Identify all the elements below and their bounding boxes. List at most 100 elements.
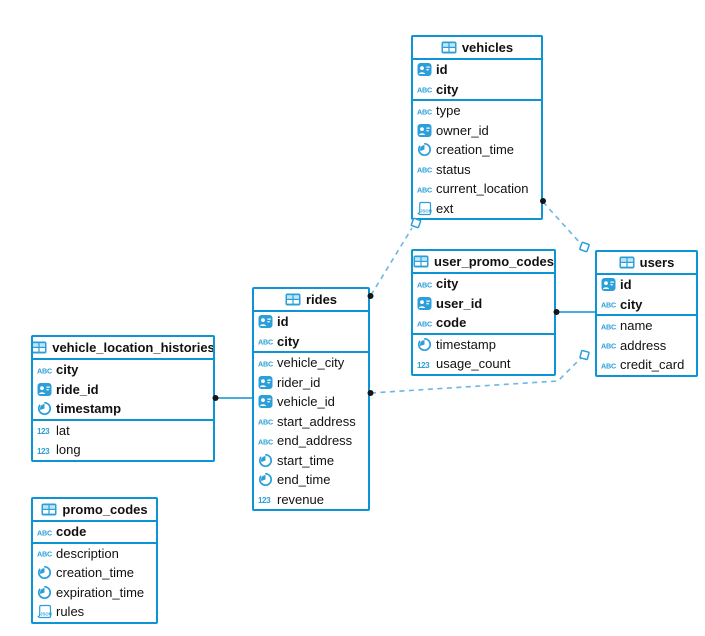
table-icon <box>285 293 301 306</box>
field-name: city <box>436 81 459 97</box>
field-name: usage_count <box>436 356 511 372</box>
field-name: ext <box>436 200 454 216</box>
clock-icon <box>37 585 56 600</box>
svg-text:ABC: ABC <box>37 550 52 559</box>
field-name: status <box>436 161 471 177</box>
field-row[interactable]: user_id <box>413 294 554 314</box>
field-name: code <box>56 524 87 540</box>
field-name: current_location <box>436 181 529 197</box>
relation-one-end-marker <box>579 349 590 361</box>
id-badge-icon <box>417 296 436 311</box>
table-name: promo_codes <box>62 502 148 517</box>
json-icon: JSON <box>417 201 436 216</box>
svg-text:ABC: ABC <box>417 107 432 116</box>
field-name: start_address <box>277 413 356 429</box>
clock-icon <box>37 401 56 416</box>
field-row[interactable]: vehicle_id <box>254 392 368 412</box>
svg-text:ABC: ABC <box>258 359 273 368</box>
field-row[interactable]: ABC type <box>413 101 541 121</box>
relation-line-vehicles-users[interactable] <box>542 201 582 245</box>
field-name: owner_id <box>436 122 489 138</box>
field-row[interactable]: rider_id <box>254 373 368 393</box>
table-header[interactable]: rides <box>254 289 368 312</box>
table-header[interactable]: promo_codes <box>33 499 156 522</box>
field-name: timestamp <box>436 336 496 352</box>
text-icon: ABC <box>258 335 277 347</box>
field-row[interactable]: end_time <box>254 470 368 490</box>
svg-text:ABC: ABC <box>37 366 52 375</box>
table-header[interactable]: users <box>597 252 696 275</box>
field-row[interactable]: expiration_time <box>33 583 156 603</box>
field-row[interactable]: timestamp <box>33 399 213 419</box>
field-name: timestamp <box>56 401 122 417</box>
svg-text:ABC: ABC <box>417 86 432 95</box>
primary-key-separator <box>413 99 541 101</box>
number-icon: 123 <box>417 358 436 370</box>
relation-line-rides-vehicles[interactable] <box>370 227 413 296</box>
field-row[interactable]: id <box>413 60 541 80</box>
field-row[interactable]: id <box>254 312 368 332</box>
id-badge-icon <box>37 382 56 397</box>
field-row[interactable]: ride_id <box>33 380 213 400</box>
field-row[interactable]: ABC city <box>413 80 541 100</box>
svg-text:JSON: JSON <box>40 612 52 617</box>
field-row[interactable]: JSON ext <box>413 199 541 219</box>
field-name: start_time <box>277 452 335 468</box>
table-icon <box>441 41 457 54</box>
svg-text:123: 123 <box>37 447 50 456</box>
field-name: code <box>436 315 467 331</box>
table-header[interactable]: vehicle_location_histories <box>33 337 213 360</box>
field-row[interactable]: start_time <box>254 451 368 471</box>
svg-text:ABC: ABC <box>601 342 616 351</box>
field-name: lat <box>56 422 70 438</box>
table-header[interactable]: user_promo_codes <box>413 251 554 274</box>
svg-text:JSON: JSON <box>420 208 432 213</box>
primary-key-separator <box>33 541 156 544</box>
clock-icon <box>417 142 436 157</box>
field-name: rider_id <box>277 374 321 390</box>
svg-text:ABC: ABC <box>258 338 273 347</box>
field-row[interactable]: creation_time <box>33 563 156 583</box>
text-icon: ABC <box>601 359 620 371</box>
clock-icon <box>258 453 277 468</box>
field-name: expiration_time <box>56 584 145 600</box>
text-icon: ABC <box>417 83 436 95</box>
field-row[interactable]: owner_id <box>413 121 541 141</box>
table-name: users <box>639 255 675 270</box>
field-name: creation_time <box>56 565 135 581</box>
field-row[interactable]: creation_time <box>413 140 541 160</box>
field-row[interactable]: timestamp <box>413 335 554 355</box>
field-name: type <box>436 103 461 119</box>
table-header[interactable]: vehicles <box>413 37 541 60</box>
table-icon <box>413 255 429 268</box>
field-row[interactable]: id <box>597 275 696 295</box>
field-name: city <box>620 296 643 312</box>
